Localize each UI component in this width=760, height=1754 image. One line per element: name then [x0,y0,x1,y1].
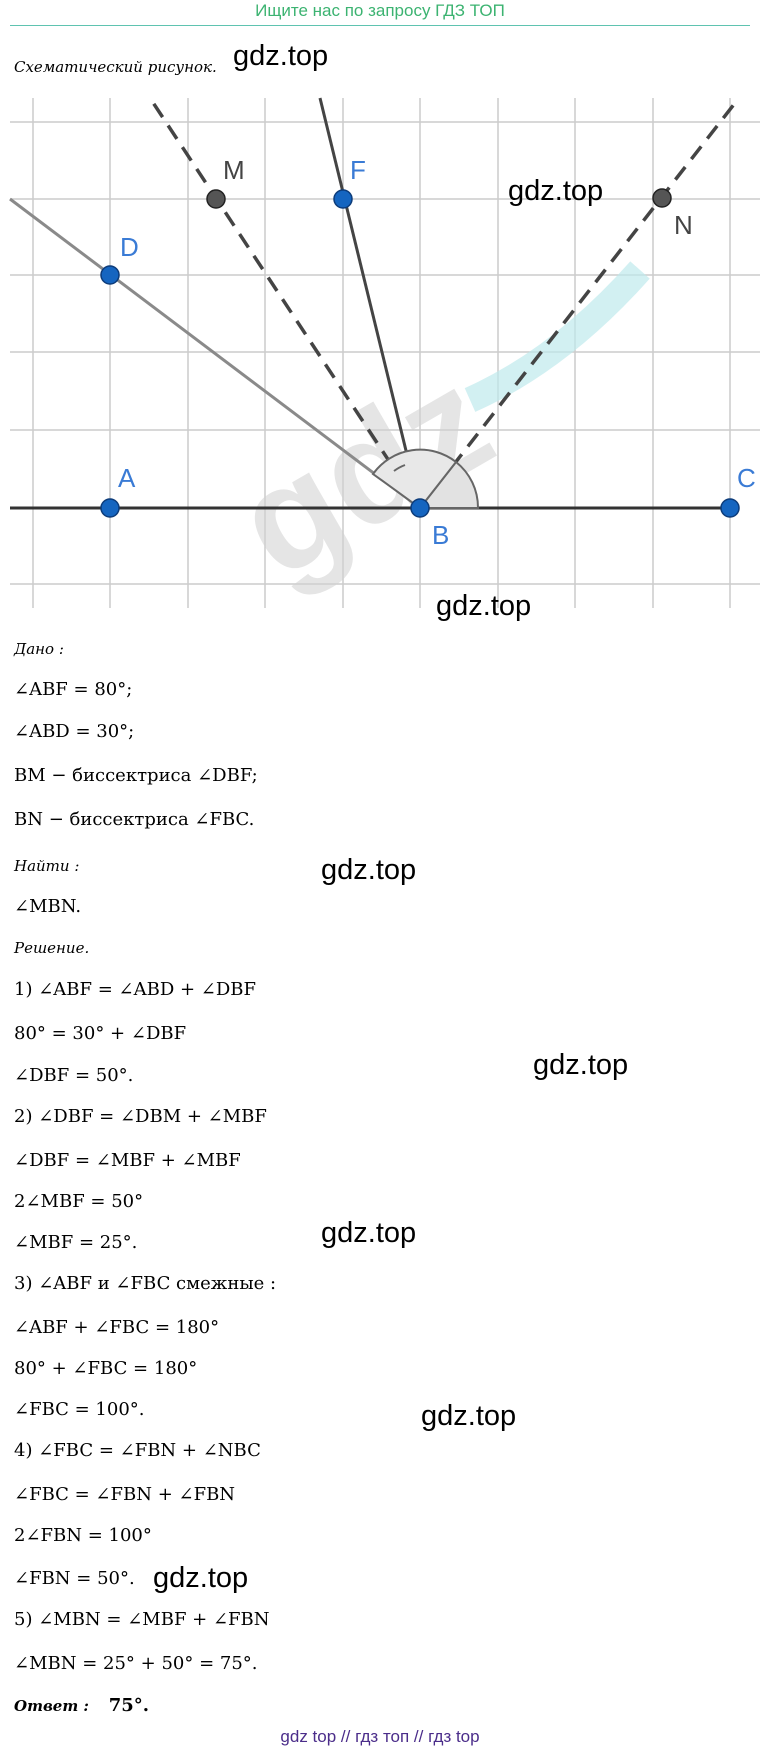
solution-line: ∠DBF = ∠MBF + ∠MBF [14,1150,241,1171]
point-labels: A B C D F M N [118,155,756,550]
solution-line: 80° + ∠FBC = 180° [14,1358,198,1379]
solution-line: ∠MBN = 25° + 50° = 75°. [14,1653,258,1674]
solution-line: 3) ∠ABF и ∠FBC смежные : [14,1273,277,1294]
solution-line: 1) ∠ABF = ∠ABD + ∠DBF [14,979,257,1000]
solution-label: Решение. [14,939,90,957]
point-F [333,189,353,209]
solution-line: ∠DBF = 50°. [14,1065,134,1086]
watermark: gdz.top [321,854,417,886]
given-line: ∠ABD = 30°; [14,721,135,742]
watermark: gdz.top [233,40,329,72]
solution-line: ∠FBN = 50°. [14,1568,135,1589]
figure-caption: Схематический рисунок. [14,58,217,76]
solution-line: ∠FBC = 100°. [14,1399,145,1420]
search-hint[interactable]: Ищите нас по запросу ГДЗ ТОП [255,1,505,20]
solution-line: 4) ∠FBC = ∠FBN + ∠NBC [14,1440,261,1461]
solution-line: ∠FBC = ∠FBN + ∠FBN [14,1484,236,1505]
ray-BF [318,97,422,509]
point-C [720,498,740,518]
label-C: C [737,463,756,493]
answer-label: Ответ : [14,1697,89,1715]
label-D: D [120,232,139,262]
point-M [206,189,226,209]
background-watermark-arc [464,261,650,412]
label-B: B [432,520,449,550]
find-line: ∠MBN. [14,896,82,917]
label-F: F [350,155,366,185]
point-D [100,265,120,285]
find-label: Найти : [14,857,80,875]
banner-divider [10,25,750,26]
point-A [100,498,120,518]
point-N [652,188,672,208]
watermark: gdz.top [421,1400,517,1432]
angle-marker-MBN [371,448,458,510]
geometry-figure: gdz A B C D F M N [9,97,760,610]
top-banner: Ищите нас по запросу ГДЗ ТОП [0,0,760,26]
solution-line: 2∠MBF = 50° [14,1191,144,1212]
label-M: M [223,155,245,185]
solution-line: ∠ABF + ∠FBC = 180° [14,1317,220,1338]
given-line: BN − биссектриса ∠FBC. [14,809,255,830]
watermark: gdz.top [533,1049,629,1081]
angle-marker-small [393,464,406,472]
label-N: N [674,210,693,240]
watermark: gdz.top [436,590,532,622]
solution-line: 2∠FBN = 100° [14,1525,152,1546]
label-A: A [118,463,136,493]
given-label: Дано : [14,640,64,658]
background-watermark-logo: gdz [210,335,518,610]
point-B [410,498,430,518]
solution-line: ∠MBF = 25°. [14,1232,138,1253]
ray-BM-bisector [148,97,422,509]
given-line: ∠ABF = 80°; [14,679,133,700]
answer-value: 75°. [108,1695,150,1716]
solution-line: 80° = 30° + ∠DBF [14,1023,187,1044]
answer-line: Ответ : 75°. [14,1695,149,1716]
solution-line: 2) ∠DBF = ∠DBM + ∠MBF [14,1106,267,1127]
points [100,188,740,518]
watermark: gdz.top [321,1217,417,1249]
watermark: gdz.top [153,1562,249,1594]
ray-BN-bisector [418,101,737,510]
solution-line: 5) ∠MBN = ∠MBF + ∠FBN [14,1609,270,1630]
footer-links[interactable]: gdz top // гдз топ // гдз top [280,1727,480,1746]
watermark: gdz.top [508,175,604,207]
ray-BD [9,197,421,510]
given-line: BM − биссектриса ∠DBF; [14,765,258,786]
